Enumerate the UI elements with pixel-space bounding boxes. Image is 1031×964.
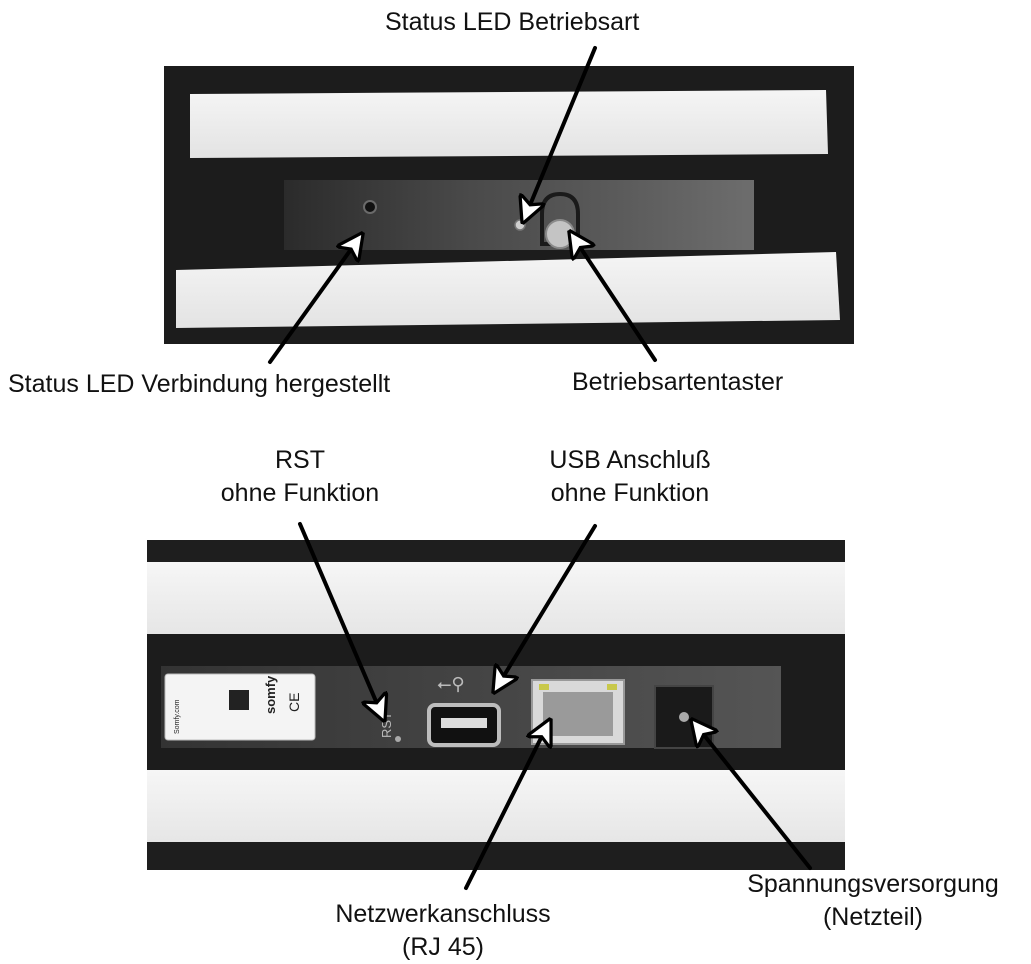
label-mode-button: Betriebsartentaster (572, 368, 784, 396)
label-rst-line2: ohne Funktion (220, 479, 380, 507)
label-rst-line1: RST (275, 446, 325, 474)
rst-hole (395, 736, 401, 742)
arrow-network (464, 720, 550, 890)
arrow-power (692, 720, 812, 870)
white-strip-upper (190, 90, 828, 158)
label-network: Netzwerkanschluss (RJ 45) (302, 898, 584, 964)
arrow-mode-button (570, 232, 657, 362)
qr-code-icon (229, 690, 249, 710)
label-network-line2: (RJ 45) (402, 933, 484, 961)
rear-top-edge (147, 540, 845, 562)
power-jack-pin (679, 712, 689, 722)
arrow-usb (494, 524, 597, 692)
sticker-site: Somfy.com (174, 699, 181, 734)
label-power-line1: Spannungsversorgung (747, 870, 999, 898)
rj45-led-left (539, 684, 549, 690)
usb-tongue (441, 718, 487, 728)
label-usb-line1: USB Anschluß (549, 446, 711, 474)
label-network-line1: Netzwerkanschluss (335, 900, 551, 928)
device-rear-photo: Somfy.com somfy CE RST ⭠⚲ (147, 540, 845, 870)
arrow-rst (298, 522, 384, 720)
rear-bottom-edge (147, 842, 845, 870)
label-usb-line2: ohne Funktion (550, 479, 710, 507)
white-strip-lower (176, 252, 840, 328)
status-led-connected (363, 200, 377, 214)
rear-white-strip-upper (147, 562, 845, 634)
label-status-led-mode: Status LED Betriebsart (385, 8, 640, 36)
label-usb: USB Anschluß ohne Funktion (512, 444, 748, 510)
product-sticker: Somfy.com somfy CE (164, 673, 316, 741)
label-power-line2: (Netzteil) (822, 903, 923, 931)
rj45-led-right (607, 684, 617, 690)
arrow-status-led-connected (268, 234, 362, 364)
arrow-status-led-mode (523, 46, 597, 222)
rj45-opening (543, 692, 613, 736)
label-power: Spannungsversorgung (Netzteil) (720, 868, 1026, 934)
usb-symbol-icon: ⭠⚲ (437, 674, 465, 695)
sticker-brand: somfy (263, 675, 278, 714)
label-rst: RST ohne Funktion (200, 444, 400, 510)
label-status-led-connected: Status LED Verbindung hergestellt (8, 370, 391, 398)
ce-mark-icon: CE (286, 693, 302, 712)
